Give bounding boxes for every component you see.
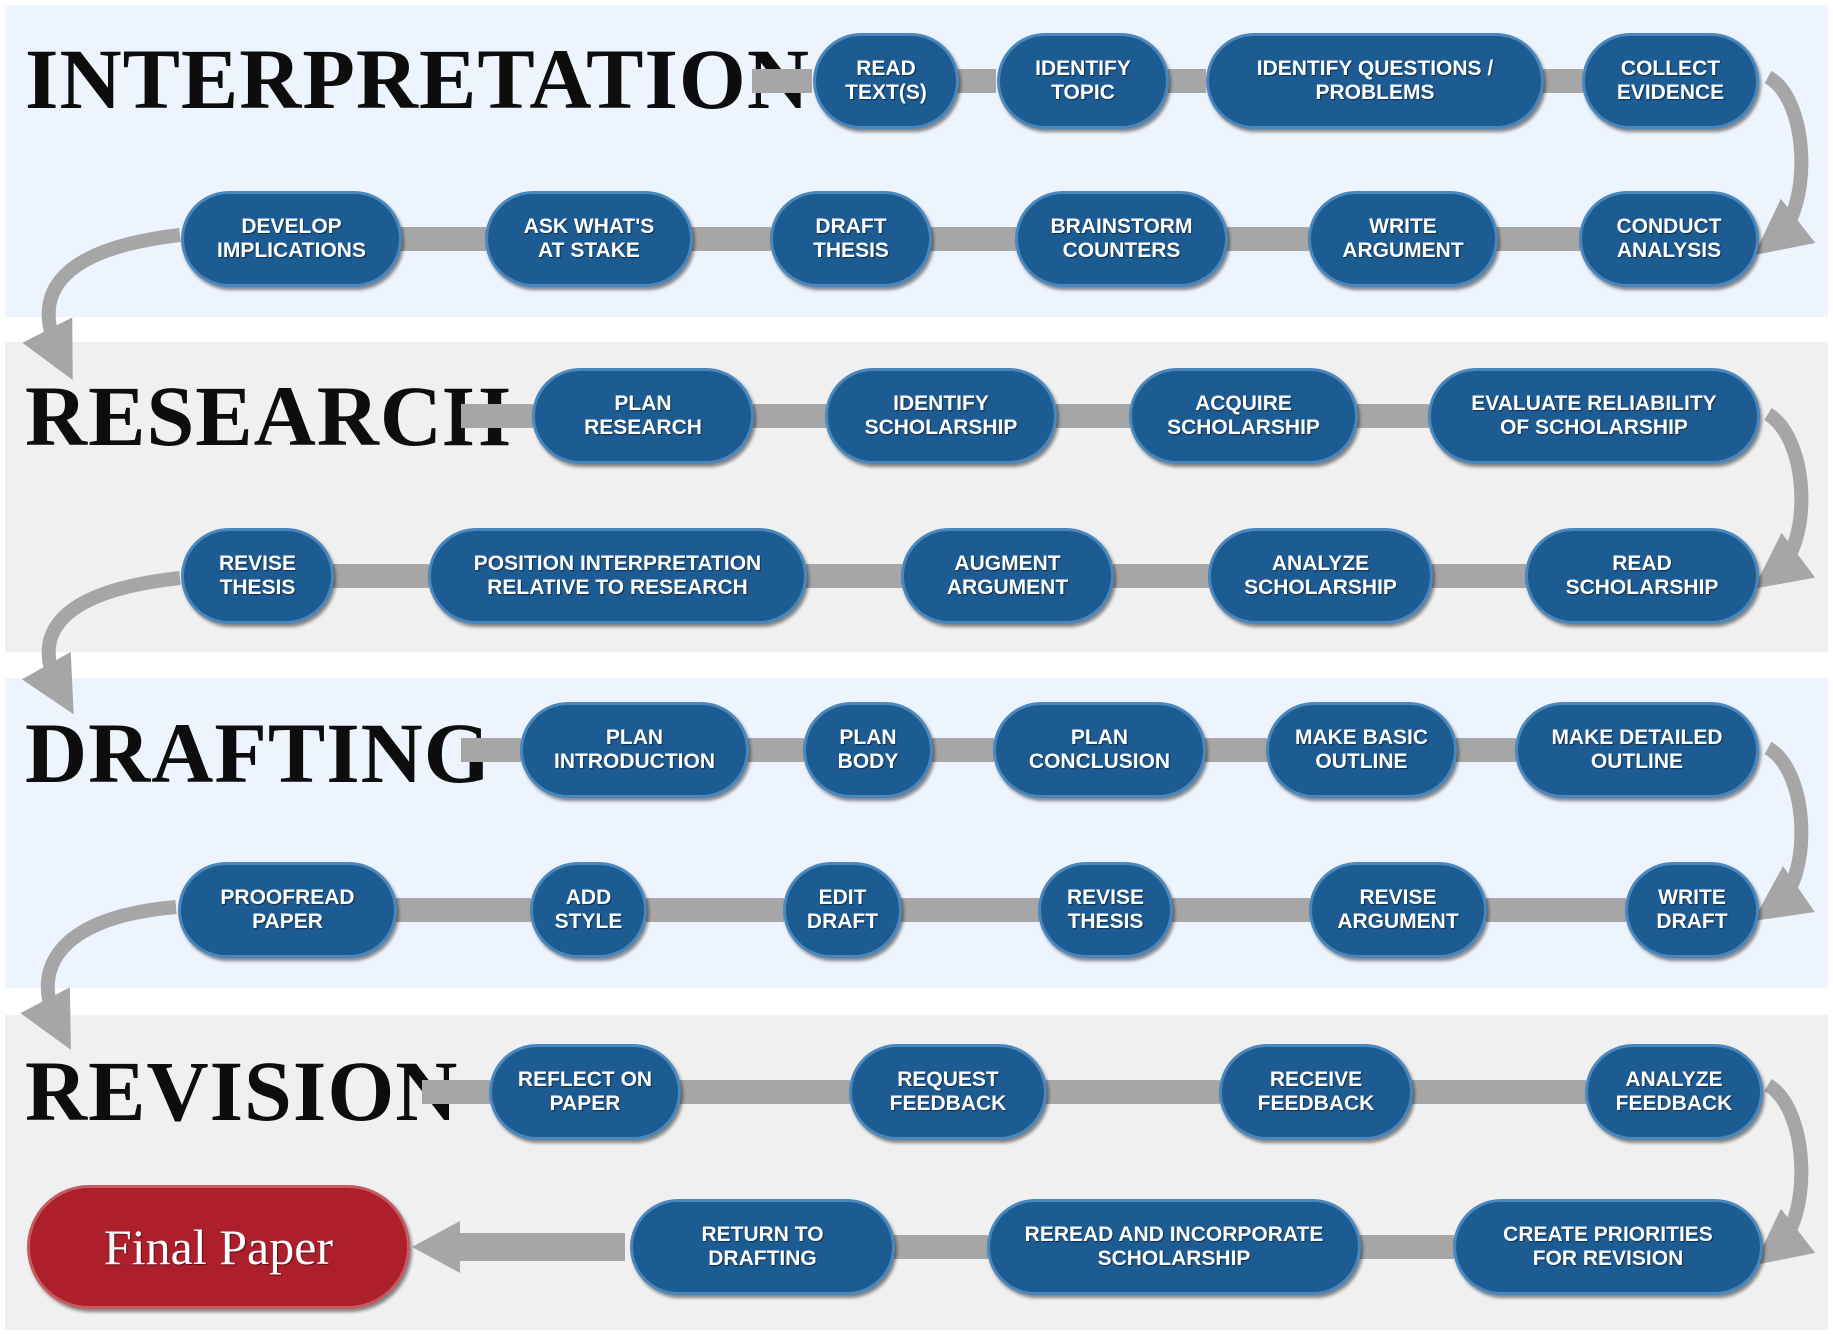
connector (422, 1080, 490, 1104)
step-read-scholarship[interactable]: READ SCHOLARSHIP (1525, 528, 1759, 624)
step-make-detailed-outline[interactable]: MAKE DETAILED OUTLINE (1515, 702, 1759, 798)
connector (1046, 1080, 1220, 1104)
step-evaluate-reliability[interactable]: EVALUATE RELIABILITY OF SCHOLARSHIP (1428, 368, 1760, 464)
connector (930, 227, 1016, 251)
step-reflect-on-paper[interactable]: REFLECT ON PAPER (489, 1044, 681, 1140)
connector (1496, 227, 1580, 251)
connector (806, 564, 902, 588)
interpretation-heading: INTERPRETATION (25, 31, 810, 127)
connector (1360, 1235, 1454, 1259)
final-paper-node[interactable]: Final Paper (27, 1185, 410, 1309)
connector (753, 404, 826, 428)
step-write-draft[interactable]: WRITE DRAFT (1625, 862, 1759, 958)
connector (752, 69, 812, 93)
step-conduct-analysis[interactable]: CONDUCT ANALYSIS (1579, 191, 1759, 287)
connector (333, 564, 429, 588)
step-read-texts[interactable]: READ TEXT(S) (813, 33, 959, 129)
connector (1486, 898, 1626, 922)
step-write-argument[interactable]: WRITE ARGUMENT (1308, 191, 1498, 287)
connector (1357, 404, 1429, 428)
step-identify-questions[interactable]: IDENTIFY QUESTIONS / PROBLEMS (1206, 33, 1544, 129)
connector (691, 227, 771, 251)
connector (1456, 738, 1516, 762)
connector (1543, 69, 1583, 93)
step-analyze-feedback[interactable]: ANALYZE FEEDBACK (1585, 1044, 1763, 1140)
connector (1113, 564, 1209, 588)
connector (461, 738, 521, 762)
connector (932, 738, 994, 762)
step-request-feedback[interactable]: REQUEST FEEDBACK (849, 1044, 1047, 1140)
drafting-heading: DRAFTING (25, 705, 492, 801)
step-revise-argument[interactable]: REVISE ARGUMENT (1309, 862, 1487, 958)
step-receive-feedback[interactable]: RECEIVE FEEDBACK (1219, 1044, 1413, 1140)
connector (748, 738, 804, 762)
step-identify-topic[interactable]: IDENTIFY TOPIC (997, 33, 1169, 129)
step-add-style[interactable]: ADD STYLE (530, 862, 647, 958)
step-reread-and-incorporate[interactable]: REREAD AND INCORPORATE SCHOLARSHIP (987, 1199, 1361, 1295)
connector (396, 898, 531, 922)
connector (461, 404, 533, 428)
connector (1432, 564, 1526, 588)
step-draft-thesis[interactable]: DRAFT THESIS (770, 191, 932, 287)
step-plan-conclusion[interactable]: PLAN CONCLUSION (993, 702, 1206, 798)
connector (894, 1235, 988, 1259)
step-revise-thesis-drafting[interactable]: REVISE THESIS (1038, 862, 1173, 958)
step-analyze-scholarship[interactable]: ANALYZE SCHOLARSHIP (1208, 528, 1433, 624)
step-ask-whats-at-stake[interactable]: ASK WHAT'S AT STAKE (485, 191, 693, 287)
step-collect-evidence[interactable]: COLLECT EVIDENCE (1582, 33, 1759, 129)
connector (1412, 1080, 1586, 1104)
step-create-priorities[interactable]: CREATE PRIORITIES FOR REVISION (1453, 1199, 1763, 1295)
connector (901, 898, 1039, 922)
step-plan-research[interactable]: PLAN RESEARCH (532, 368, 754, 464)
step-make-basic-outline[interactable]: MAKE BASIC OUTLINE (1266, 702, 1457, 798)
step-augment-argument[interactable]: AUGMENT ARGUMENT (901, 528, 1114, 624)
step-return-to-drafting[interactable]: RETURN TO DRAFTING (630, 1199, 895, 1295)
connector (1227, 227, 1309, 251)
step-plan-introduction[interactable]: PLAN INTRODUCTION (520, 702, 749, 798)
step-edit-draft[interactable]: EDIT DRAFT (783, 862, 902, 958)
step-revise-thesis[interactable]: REVISE THESIS (181, 528, 334, 624)
step-acquire-scholarship[interactable]: ACQUIRE SCHOLARSHIP (1129, 368, 1358, 464)
step-brainstorm-counters[interactable]: BRAINSTORM COUNTERS (1015, 191, 1228, 287)
connector (680, 1080, 850, 1104)
revision-heading: REVISION (25, 1043, 459, 1139)
connector (1172, 898, 1310, 922)
connector (400, 227, 486, 251)
research-heading: RESEARCH (25, 368, 511, 464)
step-plan-body[interactable]: PLAN BODY (803, 702, 933, 798)
connector (958, 69, 996, 93)
connector (646, 898, 784, 922)
connector (1205, 738, 1267, 762)
step-proofread-paper[interactable]: PROOFREAD PAPER (178, 862, 397, 958)
step-identify-scholarship[interactable]: IDENTIFY SCHOLARSHIP (825, 368, 1057, 464)
step-position-interpretation[interactable]: POSITION INTERPRETATION RELATIVE TO RESE… (428, 528, 807, 624)
connector (1168, 69, 1206, 93)
connector (1056, 404, 1130, 428)
step-develop-implications[interactable]: DEVELOP IMPLICATIONS (181, 191, 402, 287)
